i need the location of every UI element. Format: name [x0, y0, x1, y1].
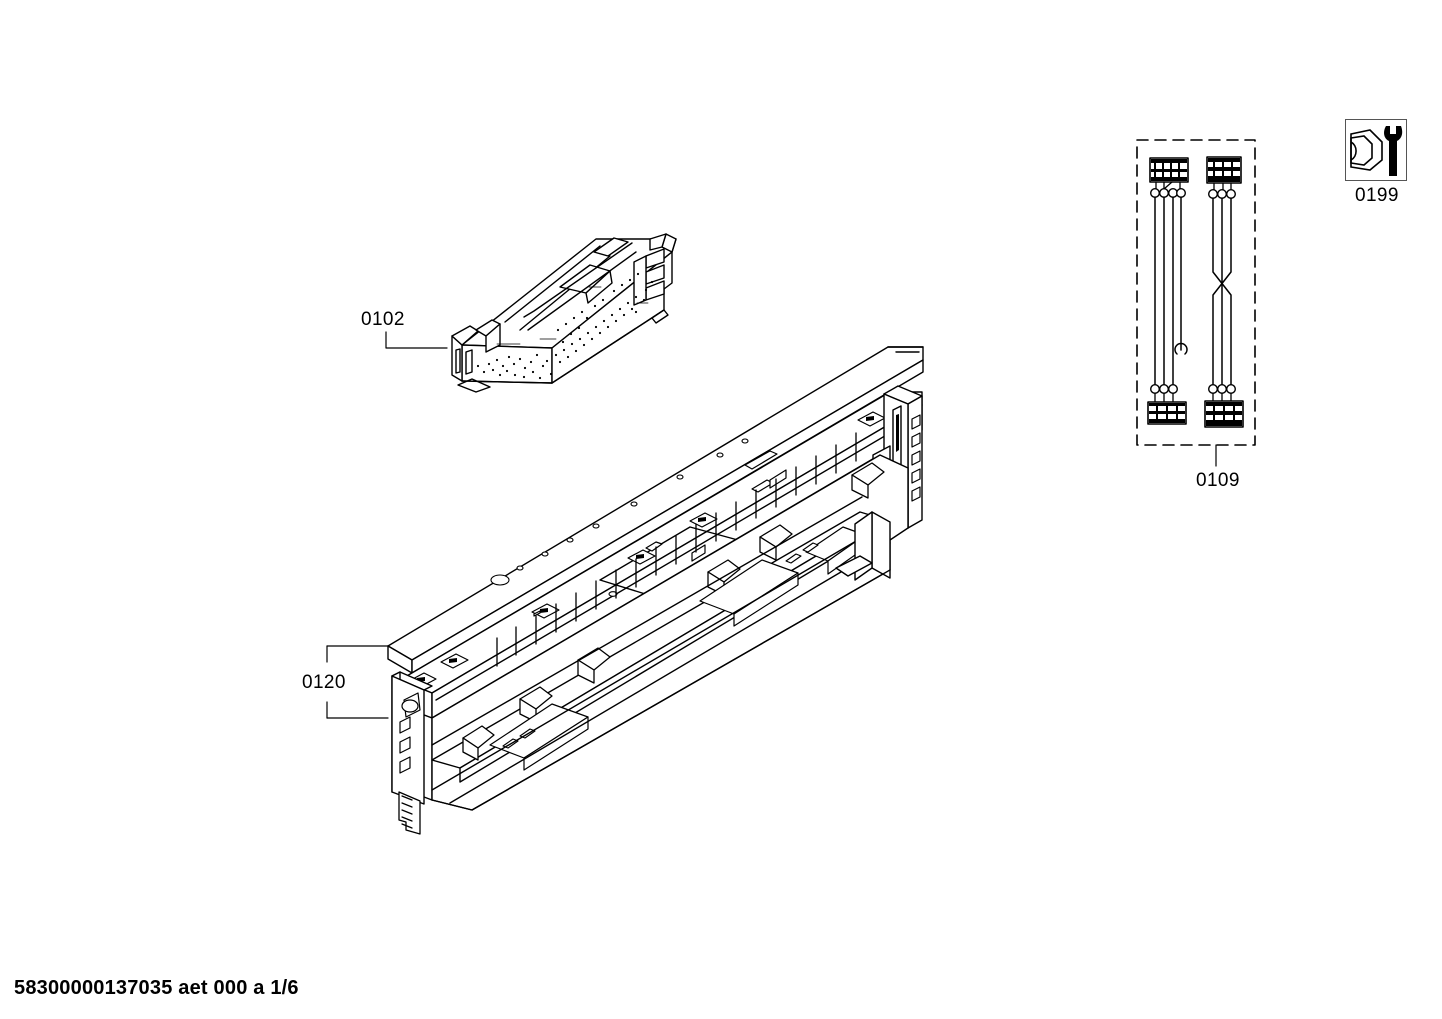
bolt-head-and-wrench-icon [1346, 120, 1406, 180]
part-0102-pcb-speckle [476, 272, 654, 380]
part-label-0120: 0120 [302, 672, 346, 693]
part-label-0102: 0102 [361, 309, 405, 330]
part-0120-trim-strip [387, 346, 924, 674]
harness-left [1147, 157, 1189, 425]
leader-line-0102 [385, 331, 448, 349]
tool-symbol-box [1345, 119, 1407, 181]
drawing-footer-code: 58300000137035 aet 000 a 1/6 [14, 977, 299, 999]
part-0102-pcb-traces [496, 286, 649, 345]
part-label-0109: 0109 [1196, 470, 1240, 491]
part-0120-panel-frame [391, 385, 923, 835]
harness-right [1204, 156, 1244, 428]
part-0109-kit-box-dashed [1136, 139, 1256, 446]
leader-line-0120 [326, 645, 389, 719]
part-label-0199: 0199 [1355, 185, 1399, 206]
part-0102-module [451, 233, 677, 393]
